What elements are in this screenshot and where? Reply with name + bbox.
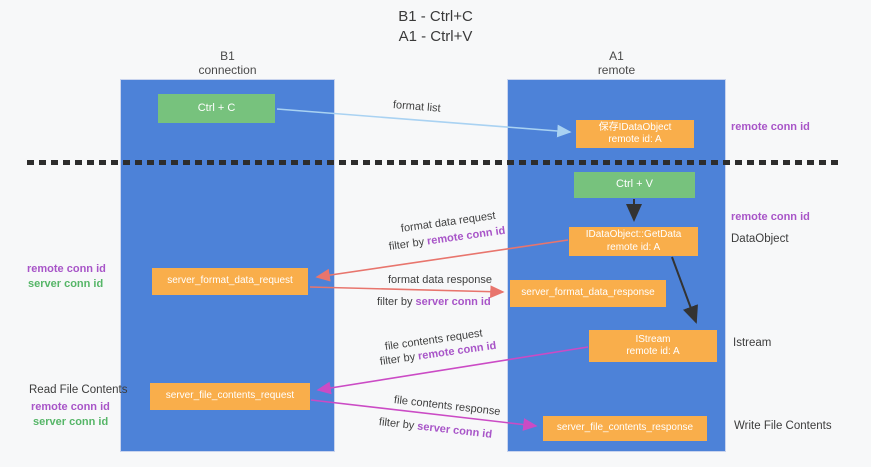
session-divider-dashed-line — [27, 160, 839, 165]
idataobject-getdata-line2: remote id: A — [606, 241, 661, 253]
ctrl-v-box: Ctrl + V — [574, 172, 695, 198]
save-idataobject-line2: remote id: A — [608, 134, 662, 145]
remote-conn-id-label-bottom-left: remote conn id — [31, 401, 110, 413]
server-file-contents-response-label: server_file_contents_response — [556, 422, 694, 434]
title-line-2: A1 - Ctrl+V — [398, 28, 473, 45]
idataobject-getdata-line1: IDataObject::GetData — [585, 229, 682, 240]
column-a1-role: remote — [597, 63, 636, 77]
istream-line2: remote id: A — [626, 346, 680, 357]
server-file-contents-request-label: server_file_contents_request — [165, 390, 295, 402]
column-b1-name: B1 — [220, 49, 235, 63]
idataobject-getdata-box: IDataObject::GetData remote id: A — [569, 227, 698, 256]
column-header-a1: A1 remote — [507, 49, 726, 77]
server-format-data-response-box: server_format_data_response — [510, 280, 666, 307]
server-conn-id-key: server conn id — [415, 296, 491, 308]
ctrl-v-label: Ctrl + V — [616, 178, 653, 191]
write-file-contents-label: Write File Contents — [734, 420, 832, 432]
filter-by-text: filter by — [377, 296, 416, 308]
title-line-1: B1 - Ctrl+C — [398, 8, 473, 25]
column-b1-role: connection — [198, 63, 257, 77]
arrow-format-data-request — [315, 239, 569, 282]
arrow-format-data-response — [309, 285, 505, 299]
remote-conn-id-label-mid-right: remote conn id — [731, 211, 810, 223]
save-idataobject-box: 保存IDataObject remote id: A — [576, 120, 694, 148]
server-format-data-request-label: server_format_data_request — [167, 275, 293, 287]
istream-box: IStream remote id: A — [589, 330, 717, 362]
arrow-file-contents-request — [316, 346, 589, 395]
save-idataobject-line1: 保存IDataObject — [598, 121, 672, 133]
remote-conn-id-label-mid-left: remote conn id — [27, 263, 106, 275]
remote-conn-id-label-top-right: remote conn id — [731, 121, 810, 133]
server-conn-id-label-bottom-left: server conn id — [33, 416, 109, 428]
istream-line1: IStream — [635, 333, 671, 345]
format-data-response-filter-label: filter by server conn id — [377, 296, 491, 308]
read-file-contents-label: Read File Contents — [29, 384, 128, 396]
ctrl-c-box: Ctrl + C — [158, 94, 275, 123]
arrow-getdata-to-istream — [671, 256, 698, 324]
server-conn-id-label-mid-left: server conn id — [28, 278, 104, 290]
arrow-file-contents-response — [310, 399, 538, 431]
server-format-data-response-label: server_format_data_response — [521, 287, 655, 299]
server-file-contents-request-box: server_file_contents_request — [150, 383, 310, 410]
istream-side-label: Istream — [733, 337, 772, 349]
column-a1-name: A1 — [609, 49, 624, 63]
column-header-b1: B1 connection — [120, 49, 335, 77]
arrow-format-list — [276, 108, 572, 138]
format-data-response-label: format data response — [388, 274, 492, 286]
dataobject-label: DataObject — [731, 233, 789, 245]
server-file-contents-response-box: server_file_contents_response — [543, 416, 707, 441]
server-format-data-request-box: server_format_data_request — [152, 268, 308, 295]
ctrl-c-label: Ctrl + C — [197, 101, 236, 114]
diagram-title: B1 - Ctrl+C A1 - Ctrl+V — [0, 7, 871, 47]
